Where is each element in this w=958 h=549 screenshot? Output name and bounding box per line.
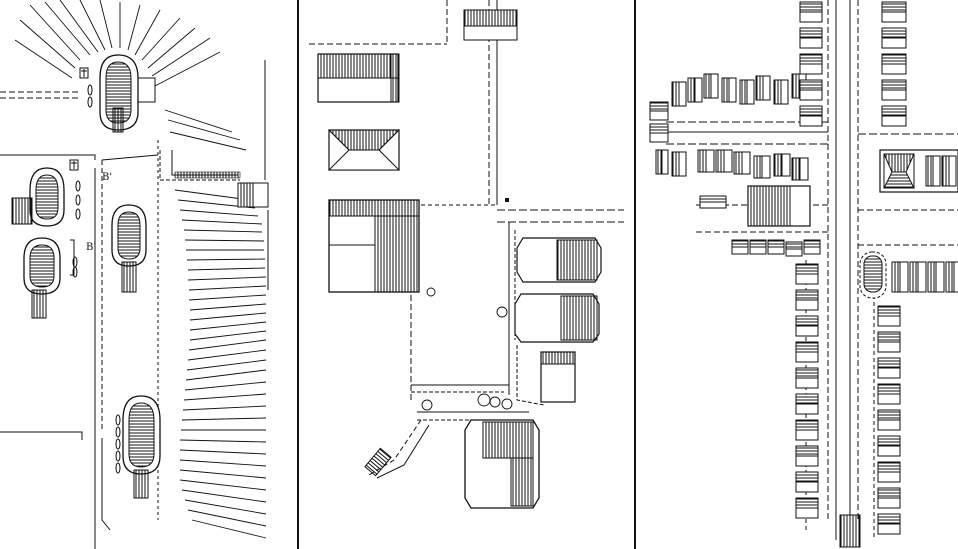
house (877, 409, 901, 431)
house (799, 27, 823, 49)
house (733, 151, 751, 175)
road-end (839, 514, 861, 548)
small-shed-roof (237, 182, 254, 208)
house (703, 73, 719, 99)
house (925, 155, 941, 187)
house (881, 79, 907, 101)
house (799, 79, 823, 101)
right-houses (649, 1, 958, 535)
cross-marker-icon (69, 159, 79, 171)
house (687, 77, 703, 103)
house (795, 471, 819, 493)
round-house-2 (11, 167, 65, 227)
house (749, 239, 767, 255)
house (803, 239, 821, 255)
panel-divider-2 (634, 0, 636, 549)
house (881, 1, 907, 23)
house (649, 123, 669, 143)
field-lines-right (164, 109, 267, 539)
cross-marker-icon (79, 67, 89, 79)
house (881, 53, 907, 75)
house (721, 77, 737, 103)
house (795, 341, 819, 363)
house (739, 79, 755, 105)
panel-left: B' B' (0, 0, 297, 549)
map-label-b2: B' (102, 172, 112, 183)
house (795, 445, 819, 467)
house (731, 239, 749, 255)
round-house-3 (23, 237, 61, 319)
house (927, 261, 945, 293)
well-symbols (421, 287, 513, 411)
house (795, 289, 819, 311)
enclosure-top-right (879, 149, 958, 193)
house (755, 75, 771, 101)
fence-strip (174, 171, 241, 179)
house (877, 435, 901, 457)
house (767, 239, 785, 255)
house (785, 241, 803, 257)
house (877, 305, 901, 327)
house (795, 315, 819, 337)
middle-plan-drawing (309, 0, 624, 509)
oval-yard (859, 251, 887, 299)
house (795, 393, 819, 415)
house (877, 487, 901, 509)
house (795, 419, 819, 441)
house (753, 155, 771, 179)
house (715, 149, 733, 173)
building-f (540, 351, 576, 403)
round-house-5 (122, 395, 161, 499)
house (697, 149, 715, 173)
house (877, 383, 901, 405)
house (881, 27, 907, 49)
round-house-1 (99, 54, 156, 133)
steps (364, 447, 392, 477)
panel-middle (299, 0, 634, 549)
house (877, 513, 901, 535)
building-b (327, 129, 401, 171)
house (799, 53, 823, 75)
house (877, 461, 901, 483)
right-plan-drawing (649, 0, 958, 548)
house (909, 261, 927, 293)
house (671, 81, 687, 107)
field-lines-top (14, 0, 221, 87)
building-top (463, 9, 518, 41)
house (671, 151, 687, 177)
building-e (514, 293, 600, 343)
map-label-b1: B' (86, 242, 96, 253)
small-symbols (70, 84, 121, 474)
building-c (328, 199, 420, 293)
panel-right (636, 0, 958, 549)
house (795, 263, 819, 285)
building-g (464, 419, 540, 509)
house (795, 367, 819, 389)
house (791, 157, 809, 181)
left-plan-drawing: B' B' (0, 0, 269, 549)
building-a (317, 53, 400, 103)
house (799, 1, 823, 23)
building-d (516, 237, 602, 283)
house (881, 105, 907, 127)
post-marker (505, 198, 509, 202)
house (655, 149, 669, 175)
round-house-4 (111, 204, 147, 293)
house (941, 155, 957, 187)
panel-divider-1 (297, 0, 299, 549)
house (773, 79, 789, 105)
house (945, 261, 958, 293)
house (877, 357, 901, 379)
house (773, 153, 791, 177)
house (699, 195, 727, 209)
house (799, 105, 823, 127)
house (877, 331, 901, 353)
house (891, 261, 909, 293)
central-building (747, 185, 811, 227)
house (795, 497, 819, 519)
house (649, 101, 669, 121)
